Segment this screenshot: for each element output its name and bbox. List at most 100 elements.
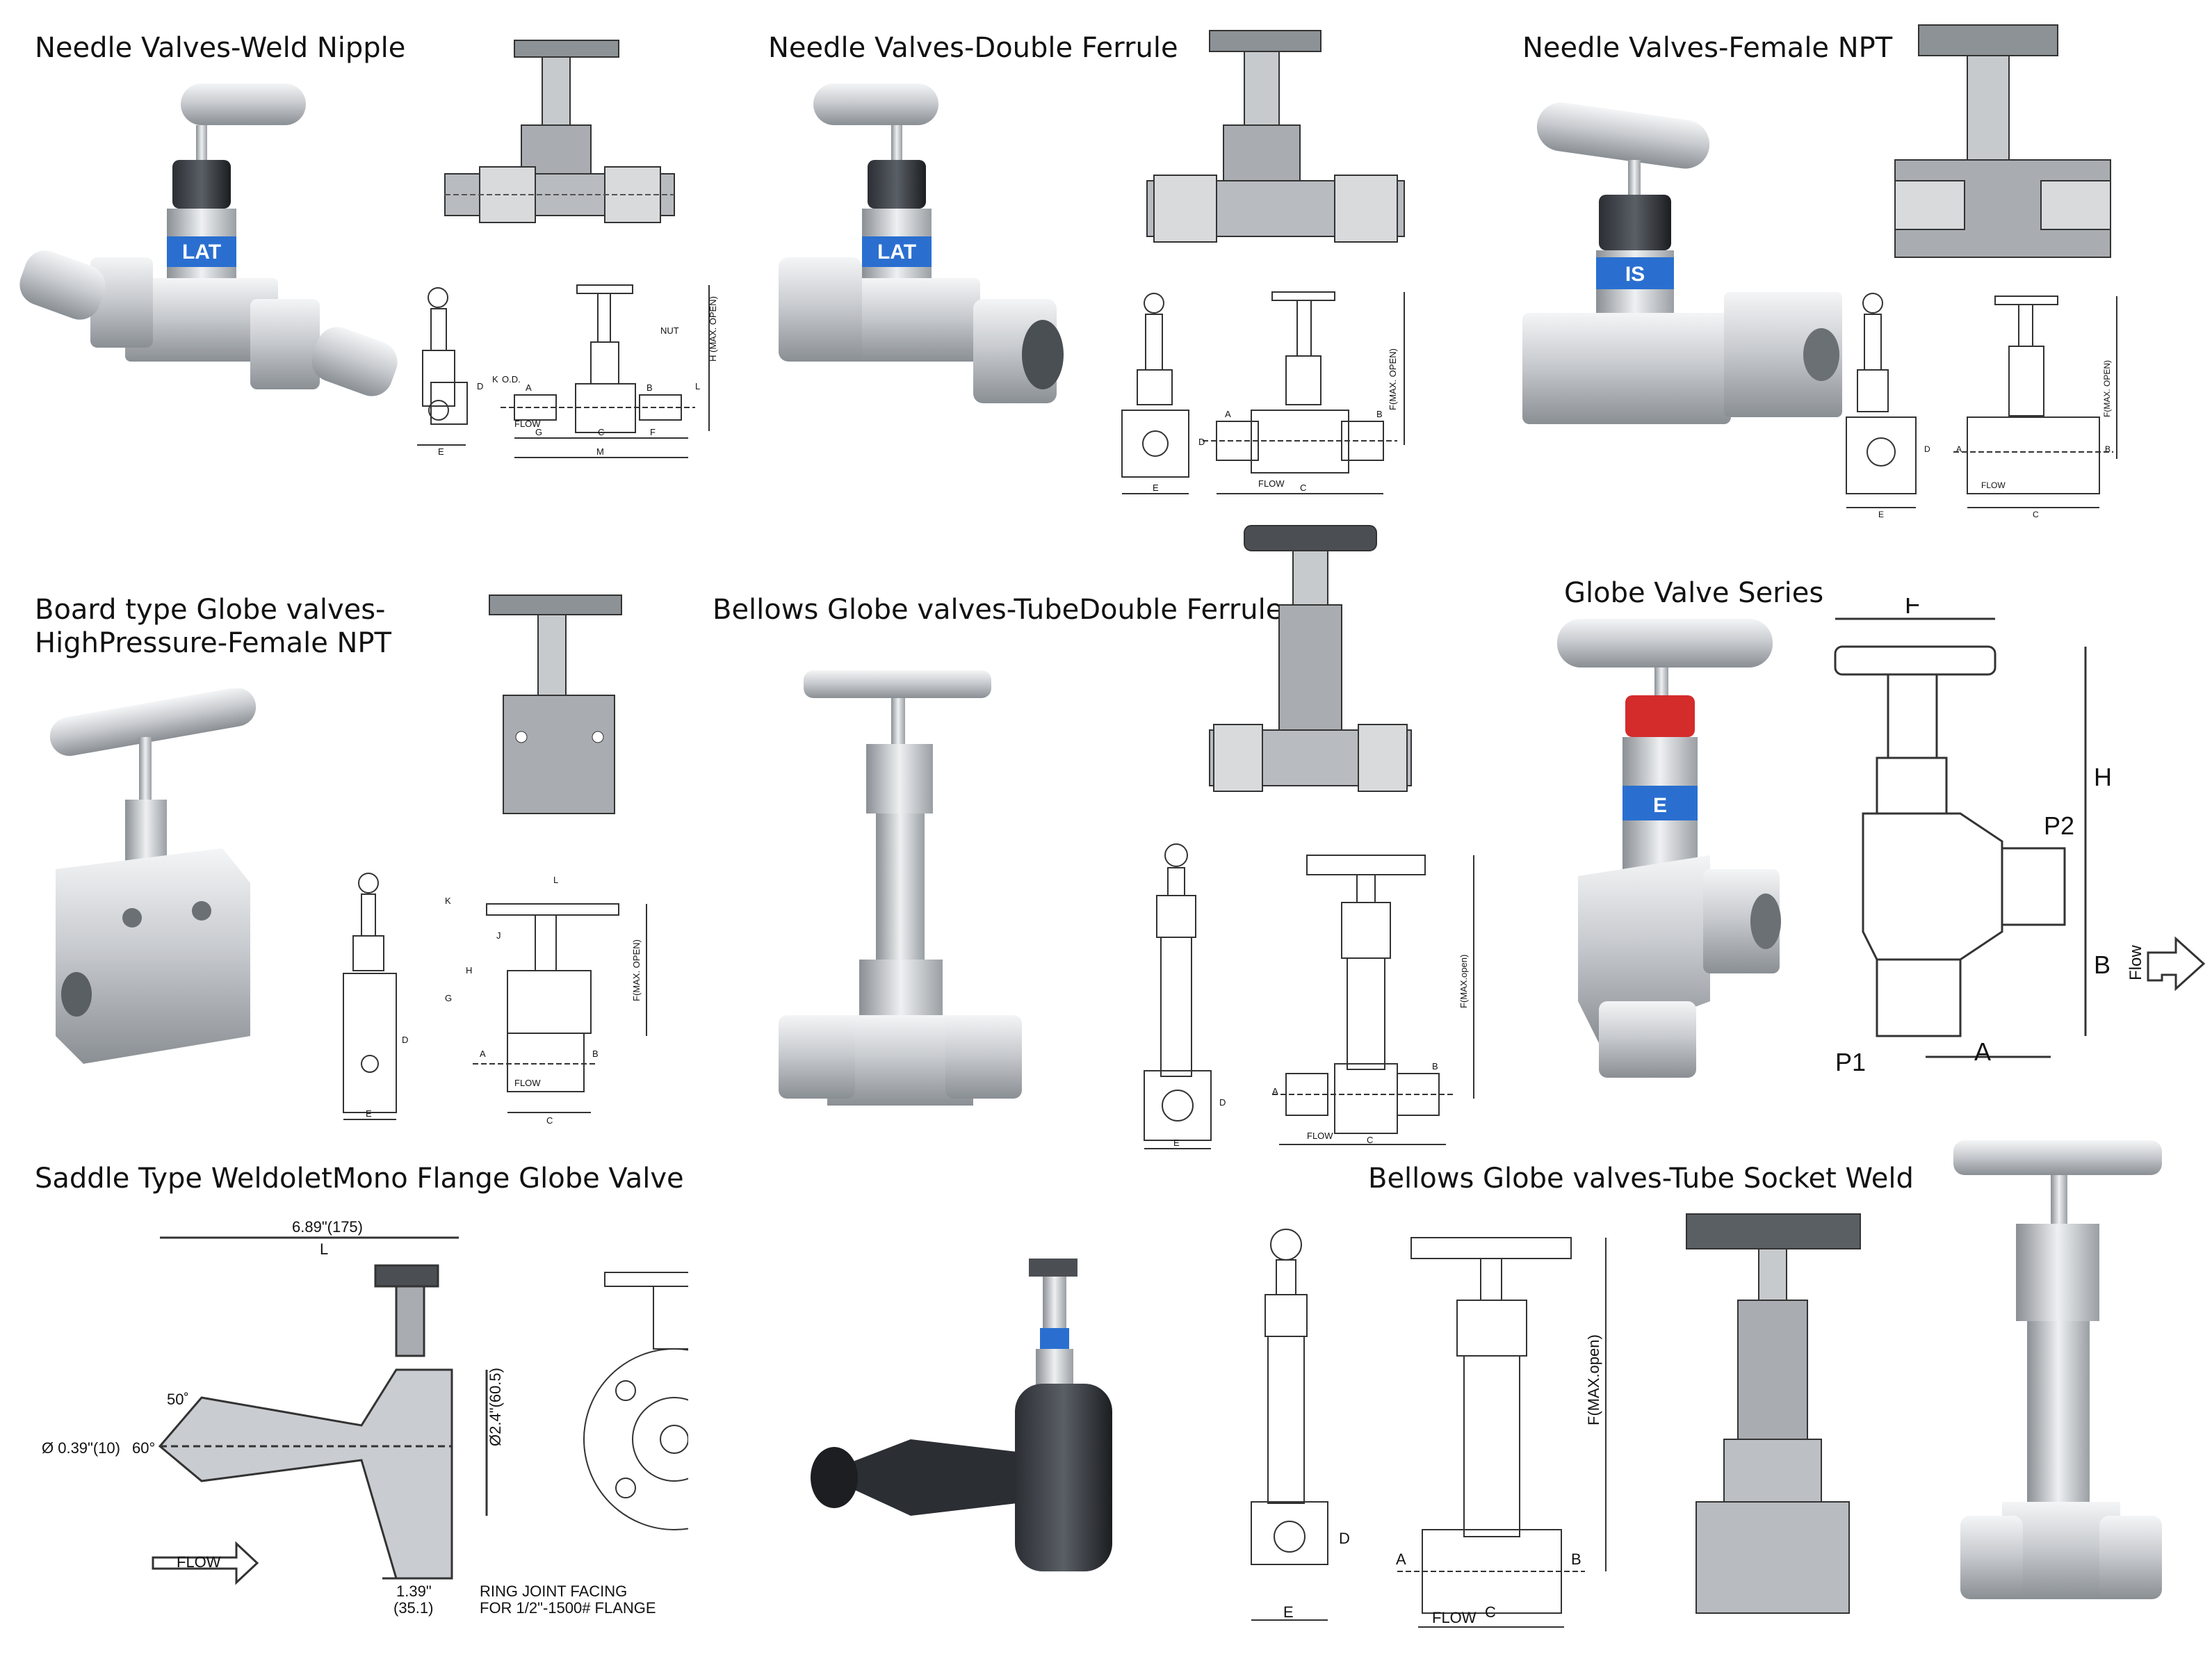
svg-text:D: D bbox=[1924, 444, 1930, 454]
svg-text:E: E bbox=[1173, 1138, 1180, 1148]
double-ferrule-section-drawing bbox=[1146, 30, 1405, 243]
section-title-bellows-socket-weld: Bellows Globe valves-Tube Socket Weld bbox=[1368, 1163, 1914, 1195]
svg-text:A: A bbox=[1396, 1551, 1406, 1568]
bellows-socket-weld-section-drawing bbox=[1686, 1213, 1861, 1614]
svg-text:G: G bbox=[445, 993, 452, 1003]
svg-text:B: B bbox=[1432, 1061, 1438, 1071]
section-title-board-type-line2: HighPressure-Female NPT bbox=[35, 627, 391, 659]
svg-text:O.D.: O.D. bbox=[502, 374, 521, 385]
globe-series-valve-photo: E bbox=[1557, 619, 1781, 1078]
svg-text:50˚: 50˚ bbox=[167, 1391, 189, 1408]
section-title-bellows-double-ferrule: Bellows Globe valves-TubeDouble Ferrule bbox=[713, 594, 1283, 626]
svg-text:F(MAX. OPEN): F(MAX. OPEN) bbox=[2102, 360, 2112, 417]
globe-series-dimension-drawing: F H P2 B P1 A Flow bbox=[1834, 598, 2206, 1076]
svg-text:B: B bbox=[1571, 1551, 1581, 1568]
section-title-female-npt: Needle Valves-Female NPT bbox=[1522, 32, 1893, 64]
svg-text:C: C bbox=[2033, 510, 2039, 519]
svg-text:L: L bbox=[320, 1240, 328, 1258]
svg-text:D: D bbox=[477, 381, 483, 391]
weld-nipple-valve-photo: LAT bbox=[19, 83, 398, 396]
bellows-double-ferrule-section-drawing bbox=[1209, 525, 1412, 792]
weld-nipple-dimension-drawing: NUT FLOW H (MAX. OPEN) K O.D. A B C D E … bbox=[417, 284, 718, 458]
weld-nipple-section-drawing bbox=[444, 40, 675, 223]
svg-text:F(MAX.open): F(MAX.open) bbox=[1458, 955, 1469, 1008]
svg-text:E: E bbox=[1283, 1603, 1294, 1621]
double-ferrule-valve-photo: LAT bbox=[779, 83, 1064, 403]
svg-text:A: A bbox=[526, 382, 532, 393]
svg-text:F(MAX.open): F(MAX.open) bbox=[1585, 1334, 1602, 1425]
svg-text:FLOW: FLOW bbox=[514, 1078, 541, 1088]
board-type-section-drawing bbox=[489, 594, 622, 814]
bellows-socket-weld-valve-photo bbox=[1953, 1140, 2162, 1599]
section-title-board-type-line1: Board type Globe valves- bbox=[35, 594, 386, 626]
svg-text:E: E bbox=[1878, 510, 1884, 519]
svg-text:H: H bbox=[466, 965, 472, 976]
saddle-dimension-drawing: 6.89"(175) L 50˚ Ø 0.39"(10) 60° Ø2.4"(6… bbox=[42, 1218, 688, 1617]
svg-text:C: C bbox=[1300, 483, 1306, 493]
svg-text:Ø 0.39"(10): Ø 0.39"(10) bbox=[42, 1439, 120, 1457]
svg-text:D: D bbox=[1219, 1097, 1226, 1108]
svg-text:D: D bbox=[1339, 1530, 1350, 1547]
double-ferrule-dimension-drawing: F(MAX. OPEN) FLOW A B C D E bbox=[1121, 291, 1405, 494]
svg-text:E: E bbox=[1653, 794, 1667, 817]
svg-text:B: B bbox=[592, 1049, 599, 1059]
svg-text:A: A bbox=[1974, 1037, 1991, 1066]
svg-text:FLOW: FLOW bbox=[1981, 480, 2006, 490]
svg-text:FLOW: FLOW bbox=[177, 1553, 221, 1571]
female-npt-section-drawing bbox=[1894, 24, 2111, 258]
svg-text:B: B bbox=[1376, 409, 1383, 419]
svg-text:F(MAX. OPEN): F(MAX. OPEN) bbox=[631, 939, 642, 1001]
svg-text:C: C bbox=[1485, 1603, 1496, 1621]
svg-text:E: E bbox=[438, 446, 444, 457]
svg-text:C: C bbox=[598, 427, 604, 437]
female-npt-valve-photo: IS bbox=[1522, 102, 1842, 424]
svg-text:1.39": 1.39" bbox=[396, 1583, 432, 1600]
svg-text:LAT: LAT bbox=[182, 241, 221, 264]
svg-text:FLOW: FLOW bbox=[514, 419, 541, 429]
svg-text:NUT: NUT bbox=[660, 325, 679, 336]
svg-text:LAT: LAT bbox=[877, 241, 916, 264]
section-title-globe-series: Globe Valve Series bbox=[1564, 577, 1824, 609]
svg-text:Flow: Flow bbox=[2126, 945, 2145, 980]
svg-text:E: E bbox=[1153, 483, 1159, 493]
board-type-dimension-drawing: L K J H G A B C D E F(MAX. OPEN) FLOW bbox=[343, 873, 647, 1126]
svg-text:F: F bbox=[1905, 598, 1920, 619]
section-title-weld-nipple: Needle Valves-Weld Nipple bbox=[35, 32, 406, 64]
svg-text:IS: IS bbox=[1625, 263, 1645, 286]
svg-text:C: C bbox=[546, 1115, 553, 1126]
svg-text:P1: P1 bbox=[1835, 1048, 1866, 1076]
svg-text:F(MAX. OPEN): F(MAX. OPEN) bbox=[1388, 348, 1398, 410]
svg-text:(35.1): (35.1) bbox=[393, 1599, 433, 1617]
svg-text:A: A bbox=[1956, 444, 1962, 454]
svg-text:P2: P2 bbox=[2044, 811, 2074, 840]
svg-text:K: K bbox=[492, 374, 498, 385]
svg-text:G: G bbox=[535, 427, 542, 437]
saddle-valve-photo bbox=[811, 1259, 1112, 1571]
svg-text:D: D bbox=[1198, 437, 1205, 447]
svg-text:B: B bbox=[646, 382, 653, 393]
svg-text:K: K bbox=[445, 896, 451, 906]
svg-text:H: H bbox=[2094, 763, 2112, 791]
svg-text:6.89"(175): 6.89"(175) bbox=[292, 1218, 363, 1236]
svg-text:D: D bbox=[402, 1035, 408, 1045]
svg-text:F: F bbox=[650, 427, 656, 437]
section-title-double-ferrule: Needle Valves-Double Ferrule bbox=[768, 32, 1178, 64]
svg-text:B: B bbox=[2094, 950, 2111, 979]
svg-text:L: L bbox=[695, 381, 700, 391]
bellows-socket-weld-dimension-drawing: F(MAX.open) A B C D E FLOW bbox=[1251, 1229, 1607, 1628]
svg-text:A: A bbox=[1272, 1086, 1278, 1097]
svg-text:FLOW: FLOW bbox=[1432, 1609, 1477, 1626]
svg-text:L: L bbox=[553, 875, 558, 885]
svg-text:C: C bbox=[1367, 1135, 1373, 1145]
female-npt-dimension-drawing: F(MAX. OPEN) FLOW A B C D E bbox=[1846, 293, 2117, 519]
svg-text:FOR 1/2"-1500# FLANGE: FOR 1/2"-1500# FLANGE bbox=[480, 1599, 656, 1617]
svg-text:60°: 60° bbox=[132, 1439, 155, 1457]
svg-text:FLOW: FLOW bbox=[1307, 1131, 1333, 1141]
svg-text:H (MAX. OPEN): H (MAX. OPEN) bbox=[708, 296, 718, 362]
svg-text:FLOW: FLOW bbox=[1258, 478, 1285, 489]
board-type-valve-photo bbox=[49, 688, 257, 1064]
svg-text:J: J bbox=[496, 930, 501, 941]
svg-text:A: A bbox=[1225, 409, 1231, 419]
section-title-saddle: Saddle Type WeldoletMono Flange Globe Va… bbox=[35, 1163, 684, 1195]
svg-text:A: A bbox=[480, 1049, 486, 1059]
